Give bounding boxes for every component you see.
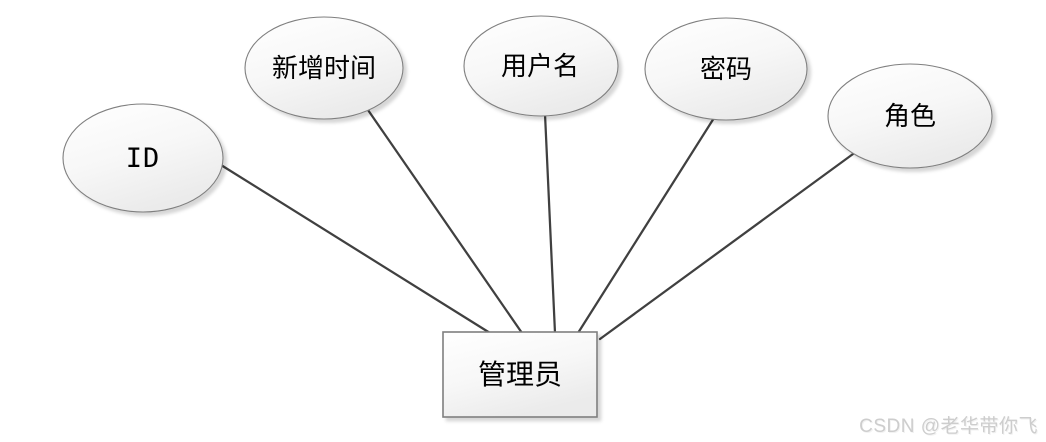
attribute-ellipse-username: 用户名: [463, 15, 619, 117]
username-ellipse-shape: [463, 15, 619, 117]
connector-add-time-line: [366, 108, 524, 335]
password-ellipse-shape: [644, 17, 808, 121]
role-ellipse-label: 角色: [884, 101, 936, 131]
attribute-ellipse-role: 角色: [827, 63, 993, 169]
attribute-ellipse-password: 密码: [644, 17, 808, 121]
password-ellipse-label: 密码: [700, 54, 752, 84]
connector-password-line: [576, 116, 716, 335]
attribute-ellipse-add-time: 新增时间: [244, 16, 404, 120]
username-ellipse-label: 用户名: [501, 51, 579, 81]
connector-role-line: [598, 152, 855, 341]
entity-rect-admin: 管理员: [442, 331, 598, 418]
connector-id-line: [219, 163, 492, 335]
attribute-ellipse-id: ID: [62, 103, 224, 213]
csdn-watermark: CSDN @老华带你飞: [859, 416, 1038, 437]
id-ellipse-shape: [62, 103, 224, 213]
add-time-ellipse-shape: [244, 16, 404, 120]
admin-rect-shape: [442, 331, 598, 418]
connector-username-line: [543, 112, 557, 335]
id-ellipse-label: ID: [126, 143, 161, 174]
add-time-ellipse-label: 新增时间: [272, 53, 376, 83]
role-ellipse-shape: [827, 63, 993, 169]
connectors: [219, 108, 855, 341]
admin-rect-label: 管理员: [478, 359, 562, 390]
